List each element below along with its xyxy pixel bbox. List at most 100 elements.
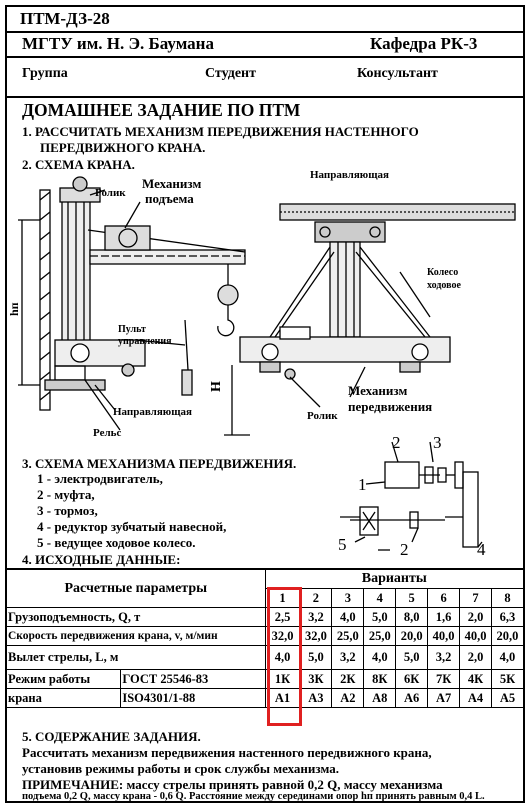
table-cell: А2 (331, 688, 365, 708)
legend-item-2: 2 - муфта, (37, 487, 95, 502)
label-hoist-mech-2: подъема (145, 191, 194, 206)
section5-line4: подъема 0,2 Q, массу крана - 0,6 Q. Расс… (22, 791, 485, 802)
table-cell: 4,0 (490, 645, 525, 670)
variant-number: 6 (427, 588, 461, 608)
label-travel-mech-1: Механизм (348, 383, 407, 398)
row-label: Вылет стрелы, L, м (6, 645, 266, 670)
section1-line2: ПЕРЕДВИЖНОГО КРАНА. (40, 140, 206, 155)
section5-line5: принять равным 0,4 L. (372, 791, 485, 802)
row-sublabel: ISO4301/1-88 (120, 688, 266, 708)
table-cell: 2,5 (264, 607, 301, 627)
department: Кафедра РК-3 (370, 34, 478, 53)
section2-heading: 2. СХЕМА КРАНА. (22, 157, 135, 172)
table-cell: 3,2 (427, 645, 461, 670)
table-cell: А7 (427, 688, 461, 708)
table-cell: 6К (395, 669, 429, 689)
fig-num-5: 5 (338, 535, 347, 554)
variant-number: 4 (363, 588, 397, 608)
table-row: крана ISO4301/1-88 А1 А3 А2 А8 А6 А7 А4 … (5, 688, 525, 708)
label-pendant-1: Пульт (118, 324, 146, 335)
label-roller-top: Ролик (95, 187, 126, 199)
section5-line2: установив режимы работы и срок службы ме… (22, 761, 339, 776)
label-h: H (209, 381, 224, 392)
label-wheel-2: ходовое (427, 280, 461, 291)
table-cell: 3,2 (299, 607, 333, 627)
row-label: крана (5, 688, 122, 708)
fig-num-3: 3 (433, 433, 442, 452)
table-cell: 2,0 (459, 607, 492, 627)
wall-crane-side-view: Ролик Механизм подъема hп Пульт управлен… (10, 176, 250, 439)
params-header: Расчетные параметры (6, 569, 266, 608)
table-cell: 7К (427, 669, 461, 689)
legend-item-4: 4 - редуктор зубчатый навесной, (37, 519, 227, 534)
consultant-label: Консультант (357, 66, 438, 81)
label-guide-left: Направляющая (113, 406, 192, 418)
table-cell: А6 (395, 688, 429, 708)
table-cell: 4,0 (363, 645, 397, 670)
row-sublabel: ГОСТ 25546-83 (120, 669, 266, 689)
variant-number: 8 (490, 588, 525, 608)
variant-number: 5 (395, 588, 429, 608)
table-cell: 32,0 (299, 626, 333, 646)
table-cell: 5,0 (363, 607, 397, 627)
table-cell: 4К (459, 669, 492, 689)
table-row: Скорость передвижения крана, v, м/мин 32… (6, 626, 525, 646)
fig-num-2-bottom: 2 (400, 540, 409, 559)
table-cell: 5,0 (395, 645, 429, 670)
wall-crane-front-view: Направляющая Колесо ходовое Механизм пер… (239, 169, 516, 422)
row-label: Скорость передвижения крана, v, м/мин (6, 626, 266, 646)
section3-heading: 3. СХЕМА МЕХАНИЗМА ПЕРЕДВИЖЕНИЯ. (22, 456, 297, 471)
table-cell: 3,2 (331, 645, 365, 670)
table-cell: 6,3 (490, 607, 525, 627)
section5-heading: 5. СОДЕРЖАНИЕ ЗАДАНИЯ. (22, 729, 201, 744)
table-cell: 8,0 (395, 607, 429, 627)
label-hoist-mech-1: Механизм (142, 176, 201, 191)
table-cell: А4 (459, 688, 492, 708)
table-cell: 5К (490, 669, 525, 689)
variant-number: 2 (299, 588, 333, 608)
table-cell: А5 (490, 688, 525, 708)
variant-1-highlight (267, 587, 302, 726)
table-cell: 25,0 (363, 626, 397, 646)
divider (5, 56, 525, 58)
table-cell: 25,0 (331, 626, 365, 646)
section5-line1: Рассчитать механизм передвижения настенн… (22, 745, 432, 760)
table-cell: 3К (299, 669, 333, 689)
table-cell: 4,0 (331, 607, 365, 627)
table-row: Режим работы ГОСТ 25546-83 1К 3К 2К 8К 6… (5, 669, 525, 689)
table-cell: А8 (363, 688, 397, 708)
note-label: ПРИМЕЧАНИЕ: (22, 777, 124, 792)
table-cell: 8К (363, 669, 397, 689)
note-text: массу стрелы принять равной 0,2 Q, массу… (123, 777, 443, 792)
page-frame (5, 5, 525, 803)
group-label: Группа (22, 66, 68, 81)
variant-number: 7 (459, 588, 492, 608)
table-row: Вылет стрелы, L, м 4,0 5,0 3,2 4,0 5,0 3… (6, 645, 525, 670)
divider (5, 31, 525, 33)
table-cell: 2,0 (459, 645, 492, 670)
student-label: Студент (205, 66, 256, 81)
variants-header: Варианты (264, 569, 525, 589)
label-pendant-2: управления (118, 336, 172, 347)
row-label: Грузоподъемность, Q, т (6, 607, 266, 627)
table-cell: 20,0 (395, 626, 429, 646)
row-label: Режим работы (5, 669, 122, 689)
legend-item-3: 3 - тормоз, (37, 503, 98, 518)
legend-item-5: 5 - ведущее ходовое колесо. (37, 535, 196, 550)
label-rail: Рельс (93, 427, 121, 439)
label-roller-bottom: Ролик (307, 410, 338, 422)
table-cell: 5,0 (299, 645, 333, 670)
university: МГТУ им. Н. Э. Баумана (22, 34, 214, 53)
section4-heading: 4. ИСХОДНЫЕ ДАННЫЕ: (22, 552, 181, 567)
params-table: Расчетные параметры Варианты 1 2 3 4 5 6… (5, 569, 525, 708)
travel-mechanism-schematic: 2 3 1 2 4 5 (338, 433, 486, 559)
table-cell: А3 (299, 688, 333, 708)
section5-note: ПРИМЕЧАНИЕ: массу стрелы принять равной … (22, 777, 443, 793)
label-guide-right: Направляющая (310, 169, 389, 181)
legend-item-1: 1 - электродвигатель, (37, 471, 163, 486)
label-hp: hп (10, 302, 21, 316)
table-cell: 40,0 (459, 626, 492, 646)
fig-num-1: 1 (358, 475, 367, 494)
divider (5, 568, 525, 569)
doc-code: ПТМ-ДЗ-28 (20, 9, 110, 28)
